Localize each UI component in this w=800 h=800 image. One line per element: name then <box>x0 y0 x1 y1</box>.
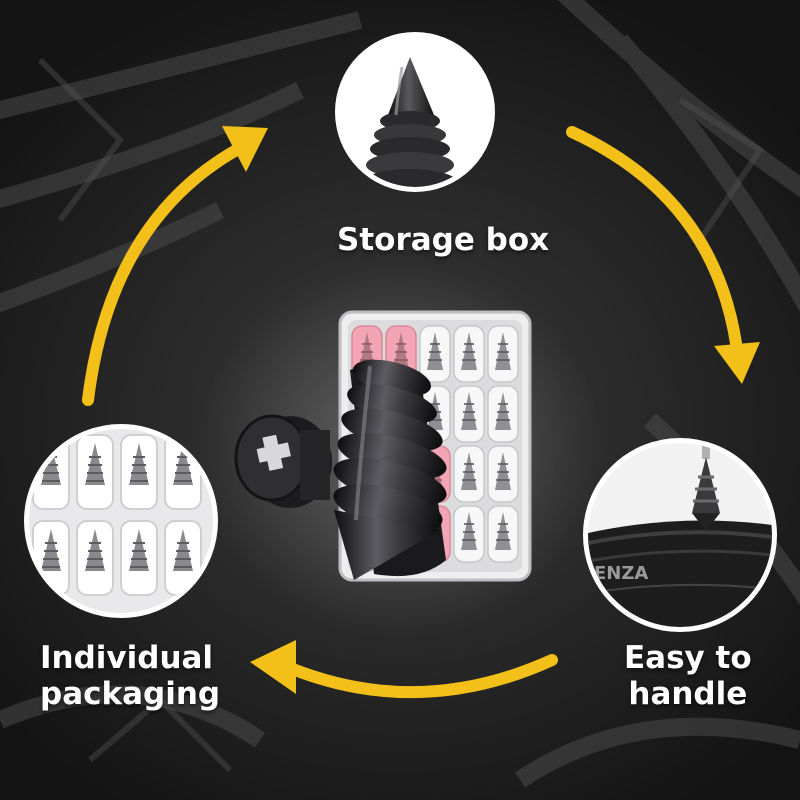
label-individual-packaging: Individual packaging <box>40 640 220 712</box>
packaging-grid-icon <box>29 429 213 613</box>
label-individual-line2: packaging <box>40 676 221 712</box>
screw-body-icon <box>333 359 447 580</box>
storage-box-circle <box>335 32 495 192</box>
individual-packaging-circle <box>24 424 218 618</box>
label-easy-line1: Easy to <box>624 640 752 676</box>
tire-sidewall-text: ENZA <box>594 563 648 584</box>
arrow-left-up <box>82 142 246 406</box>
arrow-bottom-left <box>284 654 558 699</box>
tire-with-screw-icon: ENZA <box>588 443 772 627</box>
arrow-head-bottom <box>250 640 296 694</box>
label-easy-to-handle: Easy to handle <box>624 640 752 712</box>
screw-head-icon <box>234 414 332 508</box>
label-storage-box-text: Storage box <box>337 222 550 258</box>
arrow-head-right <box>714 342 760 384</box>
label-individual-line1: Individual <box>40 640 214 676</box>
easy-to-handle-circle: ENZA <box>583 438 777 632</box>
arrow-head-top <box>222 126 268 172</box>
label-storage-box: Storage box <box>337 222 549 258</box>
arrow-right-down <box>566 126 744 364</box>
screw-cone-icon <box>362 57 458 187</box>
label-easy-line2: handle <box>628 676 748 712</box>
